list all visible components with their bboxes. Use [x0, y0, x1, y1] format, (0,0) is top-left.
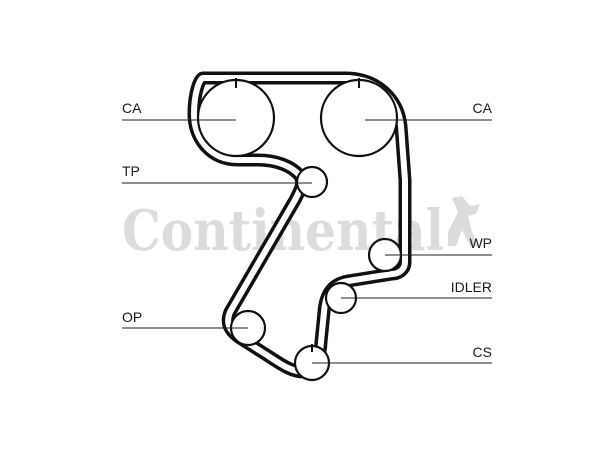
leader-lines: [122, 119, 492, 364]
brand-watermark: Continental: [122, 196, 480, 264]
label-idler: IDLER: [451, 279, 492, 295]
label-tp: TP: [122, 163, 140, 179]
label-op: OP: [122, 309, 142, 325]
horse-logo-icon: [448, 196, 480, 246]
timing-belt: [187, 71, 412, 379]
label-ca-right: CA: [473, 100, 493, 116]
pulley-camshaft-right: [319, 78, 399, 158]
pulley-crankshaft: [293, 344, 331, 382]
pulley-camshaft-left: [196, 78, 276, 158]
pulley-tensioner: [295, 165, 329, 199]
label-cs: CS: [473, 344, 492, 360]
label-ca-left: CA: [122, 100, 142, 116]
label-wp: WP: [469, 235, 492, 251]
